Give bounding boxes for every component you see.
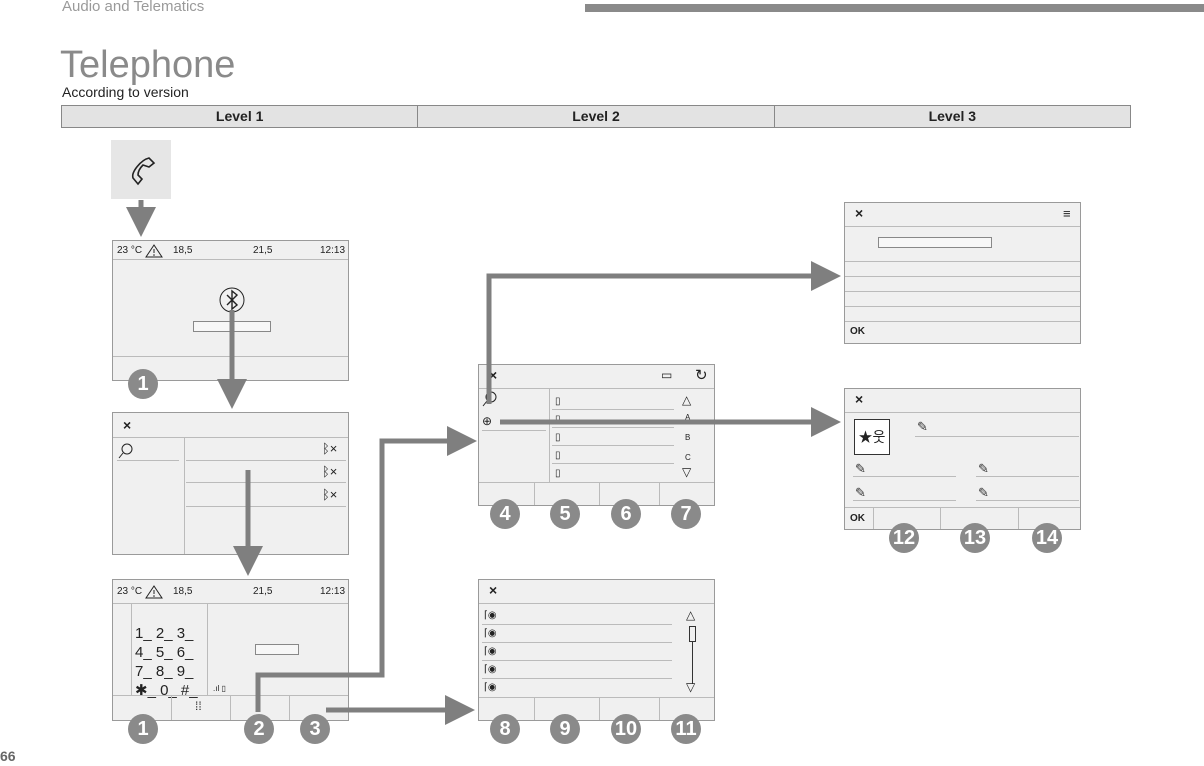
alphabet-index-a[interactable]: A [685, 413, 691, 422]
screen-call-log: × ⌈◉ ⌈◉ ⌈◉ ⌈◉ ⌈◉ △ ▽ [478, 579, 715, 721]
callout-badge: 2 [244, 714, 274, 744]
ok-button[interactable]: OK [850, 326, 865, 337]
search-text-field[interactable] [878, 237, 992, 248]
scroll-up-icon[interactable]: △ [682, 393, 692, 407]
pencil-icon[interactable]: ✎ [855, 461, 866, 476]
call-log-icon: ⌈◉ [484, 646, 497, 657]
section-header: Audio and Telematics [62, 0, 205, 15]
contact-phone-icon: ▯ [555, 450, 561, 461]
callout-badge: 14 [1032, 523, 1062, 553]
scroll-down-icon[interactable]: ▽ [682, 465, 692, 479]
screen-contact-edit: × ★웃 ✎ ✎ ✎ ✎ ✎ OK [844, 388, 1081, 530]
callout-badge: 11 [671, 714, 701, 744]
page-number: 66 [0, 748, 16, 764]
bluetooth-disconnect-icon[interactable]: ᛒ× [322, 487, 338, 502]
callout-badge: 12 [889, 523, 919, 553]
keypad-row[interactable]: 1_ 2_ 3_ [135, 625, 194, 642]
callout-badge: 7 [671, 499, 701, 529]
contact-phone-icon: ▯ [555, 432, 561, 443]
close-icon[interactable]: × [489, 367, 498, 383]
close-icon[interactable]: × [855, 205, 864, 221]
alphabet-index-c[interactable]: C [685, 453, 691, 462]
refresh-icon[interactable]: ↻ [695, 367, 708, 384]
call-log-icon: ⌈◉ [484, 628, 497, 639]
keypad-row[interactable]: ✱_ 0_ #_ [135, 682, 198, 699]
menu-icon[interactable]: ≡ [1063, 206, 1071, 221]
pencil-icon[interactable]: ✎ [855, 485, 866, 500]
phone-handset-icon [131, 157, 156, 186]
scrollbar-thumb[interactable] [689, 626, 696, 642]
warning-icon [145, 244, 163, 258]
callout-badge: 9 [550, 714, 580, 744]
number-field[interactable] [255, 644, 299, 655]
status-time: 12:13 [320, 586, 346, 597]
contact-avatar-icon[interactable]: ★웃 [854, 419, 890, 455]
callout-badge: 10 [611, 714, 641, 744]
screen-search-keyboard: × ≡ OK [844, 202, 1081, 344]
callout-badge: 5 [550, 499, 580, 529]
contact-card-icon[interactable]: ▭ [661, 368, 673, 382]
status-temp: 23 °C [117, 586, 143, 597]
status-right-value: 21,5 [253, 586, 273, 597]
status-left-value: 18,5 [173, 245, 193, 256]
callout-badge: 13 [960, 523, 990, 553]
arrow [486, 261, 841, 404]
arrow [255, 426, 477, 712]
pencil-icon[interactable]: ✎ [978, 485, 989, 500]
status-right-value: 21,5 [253, 245, 273, 256]
page-subtitle: According to version [62, 84, 189, 100]
pencil-icon[interactable]: ✎ [917, 419, 928, 434]
phone-button[interactable] [111, 140, 171, 199]
on-screen-keyboard[interactable] [845, 261, 1080, 322]
add-icon[interactable]: ⊕ [482, 414, 493, 428]
close-icon[interactable]: × [123, 417, 132, 433]
alphabet-index-b[interactable]: B [685, 433, 691, 442]
close-icon[interactable]: × [489, 582, 498, 598]
page-title: Telephone [60, 44, 236, 86]
callout-badge: 1 [128, 369, 158, 399]
callout-badge: 8 [490, 714, 520, 744]
screen-contacts: × ▭ ↻ ⊕ ▯ ▯ ▯ ▯ ▯ △ A B C ▽ [478, 364, 715, 506]
header-bar [585, 4, 1204, 12]
level-2-label: Level 2 [418, 106, 775, 127]
warning-icon [145, 585, 163, 599]
status-time: 12:13 [320, 245, 346, 256]
status-left-value: 18,5 [173, 586, 193, 597]
search-icon[interactable] [118, 443, 134, 459]
scroll-up-icon[interactable]: △ [686, 608, 696, 622]
callout-badge: 1 [128, 714, 158, 744]
keypad[interactable]: 1_ 2_ 3_ 4_ 5_ 6_ 7_ 8_ 9_ ✱_ 0_ #_ [135, 624, 198, 700]
callout-badge: 6 [611, 499, 641, 529]
level-bar: Level 1 Level 2 Level 3 [61, 105, 1131, 128]
callout-badge: 4 [490, 499, 520, 529]
screen-device-list: × ᛒ× ᛒ× ᛒ× [112, 412, 349, 555]
callout-badge: 3 [300, 714, 330, 744]
keypad-icon[interactable]: ⁞⁞ [195, 699, 202, 713]
level-3-label: Level 3 [928, 108, 977, 124]
status-temp: 23 °C [117, 245, 143, 256]
keypad-row[interactable]: 7_ 8_ 9_ [135, 663, 194, 680]
call-log-icon: ⌈◉ [484, 682, 497, 693]
call-log-icon: ⌈◉ [484, 664, 497, 675]
screen-keypad: 23 °C 18,5 21,5 12:13 1_ 2_ 3_ 4_ 5_ 6_ … [112, 579, 349, 721]
contact-phone-icon: ▯ [555, 396, 561, 407]
signal-battery-icon: .ıl ▯ [213, 684, 226, 693]
pencil-icon[interactable]: ✎ [978, 461, 989, 476]
close-icon[interactable]: × [855, 391, 864, 407]
bluetooth-disconnect-icon[interactable]: ᛒ× [322, 464, 338, 479]
bluetooth-disconnect-icon[interactable]: ᛒ× [322, 441, 338, 456]
contact-phone-icon: ▯ [555, 468, 561, 479]
level-1-label: Level 1 [62, 106, 419, 127]
keypad-row[interactable]: 4_ 5_ 6_ [135, 644, 194, 661]
ok-button[interactable]: OK [850, 513, 865, 524]
scroll-down-icon[interactable]: ▽ [686, 680, 696, 694]
call-log-icon: ⌈◉ [484, 610, 497, 621]
